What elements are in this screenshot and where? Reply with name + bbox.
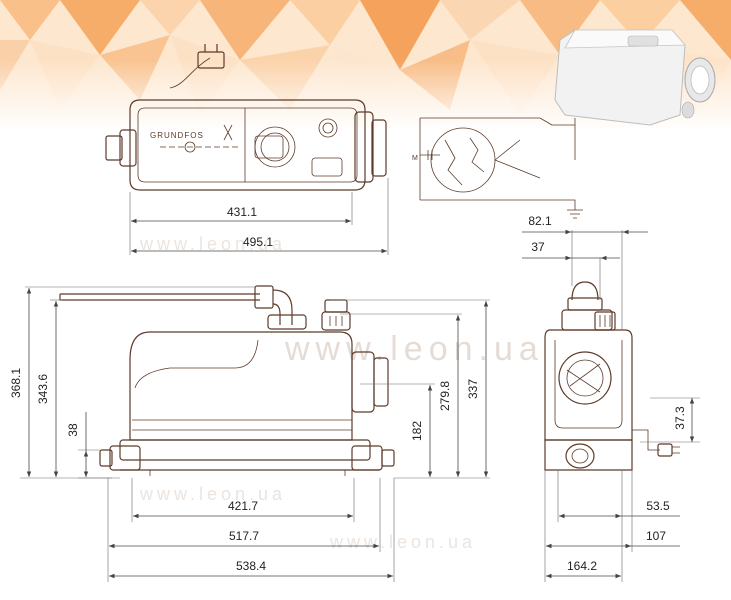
dim-inner-width: 431.1 — [227, 205, 257, 219]
dim-cable-height: 37.3 — [673, 406, 687, 430]
dim-side-offset: 107 — [646, 529, 666, 543]
dim-depth: 164.2 — [567, 559, 597, 573]
watermark-text: www.leon.ua — [284, 330, 544, 368]
dim-inlet-height: 38 — [66, 423, 80, 437]
dim-inlet-offset: 53.5 — [646, 499, 670, 513]
dim-side-inlet-height: 279.8 — [438, 381, 452, 411]
dim-top-inner: 37 — [531, 240, 545, 254]
dim-top-height: 337 — [466, 379, 480, 399]
pump-product-photo — [554, 29, 716, 126]
dim-outlet-height: 182 — [410, 421, 424, 441]
watermark-text: www.leon.ua — [329, 532, 476, 552]
dim-top-offset: 82.1 — [528, 214, 552, 228]
electrical-schematic: M — [412, 117, 583, 219]
dim-base-width: 421.7 — [228, 499, 258, 513]
watermarks: www.leon.ua www.leon.ua www.leon.ua www.… — [139, 234, 544, 552]
top-view-drawing: GRUNDFOS 431.1 495.1 — [105, 44, 389, 255]
svg-text:M: M — [412, 155, 419, 162]
front-view-drawing: 368.1 343.6 38 182 279.8 337 421.7 517.7… — [9, 285, 490, 582]
brand-mark: GRUNDFOS — [150, 131, 204, 140]
dim-body-height: 343.6 — [36, 374, 50, 404]
watermark-text: www.leon.ua — [139, 484, 286, 504]
dim-inlet-span: 517.7 — [229, 529, 259, 543]
dim-total-height: 368.1 — [9, 368, 23, 398]
dim-total-width: 538.4 — [236, 559, 266, 573]
dim-outer-width: 495.1 — [243, 235, 273, 249]
side-view-drawing: 82.1 37 37.3 53.5 107 164.2 — [522, 214, 700, 582]
